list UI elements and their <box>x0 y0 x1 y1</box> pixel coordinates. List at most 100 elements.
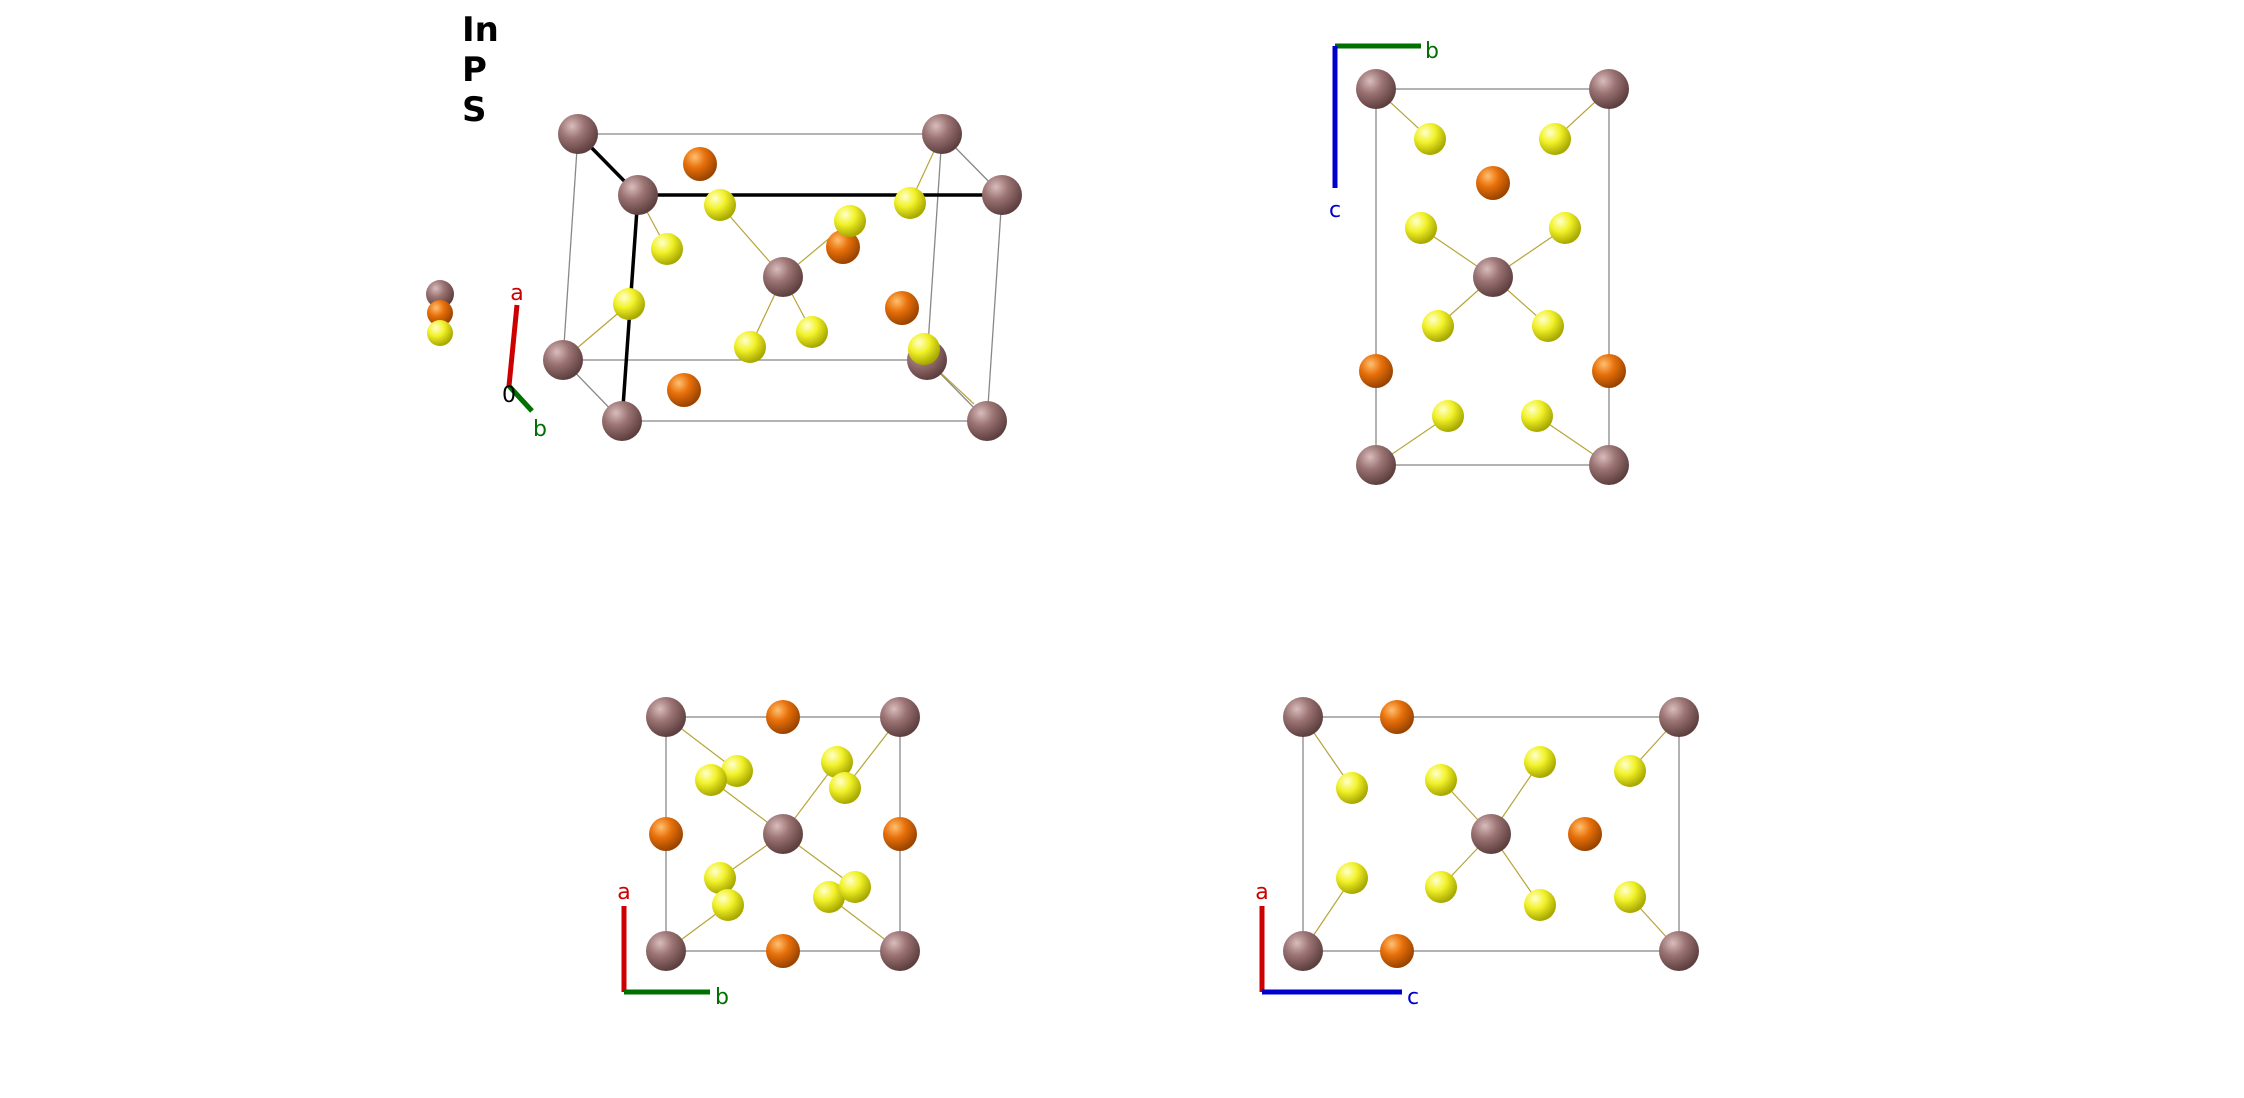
atoms <box>646 697 920 971</box>
atom-p <box>766 700 800 734</box>
atom-s <box>834 205 866 237</box>
atom-p <box>1359 354 1393 388</box>
atom-s <box>427 320 453 346</box>
atom-p <box>667 373 701 407</box>
element-legend: In P S <box>462 10 499 130</box>
atom-s <box>1539 123 1571 155</box>
atom-s <box>651 233 683 265</box>
unit-cell-edges <box>1375 88 1610 466</box>
axis-indicator: a b <box>617 880 729 1010</box>
atom-p <box>1568 817 1602 851</box>
atom-in <box>967 401 1007 441</box>
atom-s <box>695 764 727 796</box>
atom-p <box>1476 166 1510 200</box>
atom-in <box>1659 697 1699 737</box>
atom-in <box>763 257 803 297</box>
axis-label-b: b <box>715 985 729 1010</box>
atom-s <box>704 862 736 894</box>
atom-in <box>1659 931 1699 971</box>
atom-s <box>1614 755 1646 787</box>
atom-s <box>1425 871 1457 903</box>
axis-indicator: a c <box>1255 880 1419 1010</box>
atom-in <box>543 340 583 380</box>
atom-in <box>1589 445 1629 485</box>
view-along-c: a b <box>617 697 920 1010</box>
atom-p <box>826 230 860 264</box>
axis-label-b: b <box>1425 39 1439 64</box>
atom-p <box>649 817 683 851</box>
atom-in <box>982 175 1022 215</box>
atom-p <box>427 300 453 326</box>
atom-s <box>1336 862 1368 894</box>
atom-s <box>1414 123 1446 155</box>
atom-s <box>821 746 853 778</box>
atom-p <box>683 147 717 181</box>
atom-s <box>908 333 940 365</box>
legend-p: P <box>462 50 487 90</box>
atom-s <box>829 772 861 804</box>
atom-p <box>1380 700 1414 734</box>
atom-p <box>1592 354 1626 388</box>
axis-label-a: a <box>1255 880 1268 905</box>
atom-s <box>1614 881 1646 913</box>
atom-in <box>618 175 658 215</box>
atom-s <box>1549 212 1581 244</box>
atom-s <box>1532 310 1564 342</box>
axis-indicator: b c <box>1329 39 1439 223</box>
view-perspective: a b 0 <box>426 114 1022 442</box>
atom-in <box>426 280 454 308</box>
axis-label-origin: 0 <box>502 383 516 408</box>
atom-p <box>766 934 800 968</box>
atom-s <box>796 316 828 348</box>
atom-s <box>1336 772 1368 804</box>
atoms <box>426 114 1022 441</box>
atom-s <box>1524 889 1556 921</box>
atoms <box>1283 697 1699 971</box>
atom-s <box>1521 400 1553 432</box>
atom-p <box>1380 934 1414 968</box>
atom-in <box>646 931 686 971</box>
axis-label-a: a <box>617 880 630 905</box>
atom-s <box>813 881 845 913</box>
atoms <box>1356 69 1629 485</box>
atom-s <box>1405 212 1437 244</box>
atom-s <box>839 871 871 903</box>
atom-s <box>704 189 736 221</box>
atom-in <box>602 401 642 441</box>
view-along-b: a c <box>1255 697 1699 1010</box>
atom-s <box>894 187 926 219</box>
legend-s: S <box>462 90 487 130</box>
axis-label-c: c <box>1407 985 1419 1010</box>
atom-in <box>1356 445 1396 485</box>
atom-s <box>1425 764 1457 796</box>
axis-label-c: c <box>1329 198 1341 223</box>
view-along-a: b c <box>1329 39 1629 485</box>
atom-in <box>922 114 962 154</box>
atom-in <box>880 931 920 971</box>
axis-label-b: b <box>533 417 547 442</box>
atom-in <box>880 697 920 737</box>
atom-in <box>1471 814 1511 854</box>
atom-in <box>1473 257 1513 297</box>
unit-cell-edges <box>1302 716 1680 952</box>
atom-in <box>646 697 686 737</box>
atom-s <box>734 331 766 363</box>
atom-p <box>883 817 917 851</box>
atom-in <box>763 814 803 854</box>
atom-in <box>558 114 598 154</box>
atom-in <box>1283 931 1323 971</box>
atom-s <box>1524 746 1556 778</box>
atom-in <box>1283 697 1323 737</box>
legend-in: In <box>462 10 499 50</box>
axis-label-a: a <box>510 281 523 306</box>
atom-s <box>721 755 753 787</box>
axis-indicator: a b 0 <box>502 281 547 442</box>
atom-s <box>1422 310 1454 342</box>
atom-in <box>1356 69 1396 109</box>
atom-s <box>1432 400 1464 432</box>
atom-s <box>712 889 744 921</box>
atom-p <box>885 291 919 325</box>
atom-in <box>1589 69 1629 109</box>
atom-s <box>613 288 645 320</box>
